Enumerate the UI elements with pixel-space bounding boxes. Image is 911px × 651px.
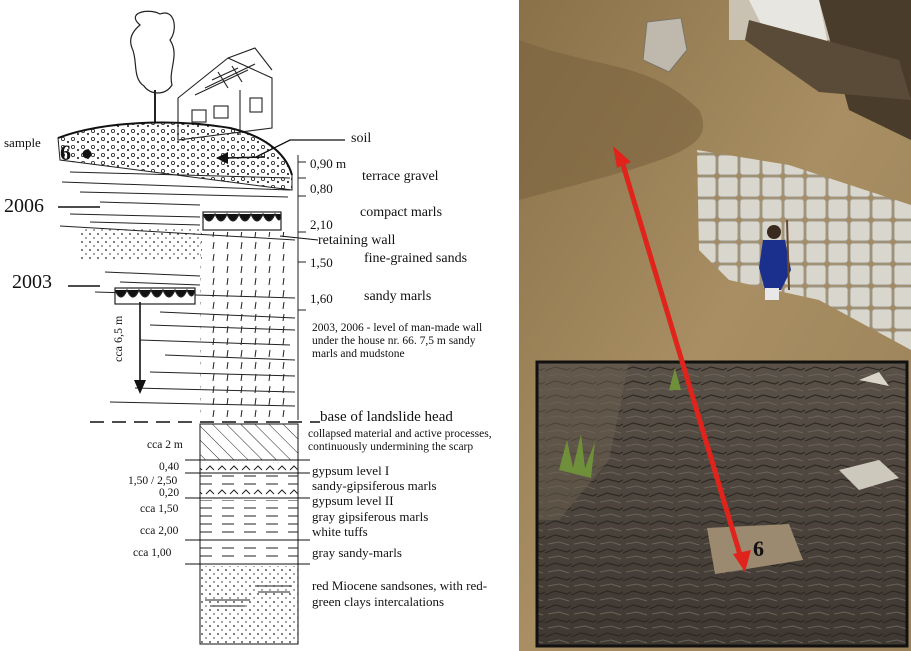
lower-unit-gypsum-1: gypsum level I [312,464,389,477]
year-2006-label: 2006 [4,196,44,216]
lower-unit-gray-sandy-marls: gray sandy-marls [312,546,402,559]
unit-terrace-gravel: terrace gravel [362,170,439,184]
lower-thickness-4: cca 1,50 [140,504,178,516]
lower-unit-gray-gipsiferous: gray gipsiferous marls [312,510,428,523]
thickness-0: 0,90 m [310,157,346,170]
thickness-4: 1,60 [310,292,333,305]
lower-thickness-0: cca 2 m [147,440,183,452]
collapsed-note: collapsed material and active processes,… [308,428,508,454]
wall-note: 2003, 2006 - level of man-made wall unde… [312,322,502,361]
red-miocene-note: red Miocene sandsones, with red-green cl… [312,578,502,610]
arrow-label: cca 6,5 m [112,316,124,362]
soil-label: soil [351,132,371,146]
lower-thickness-1: 0,40 [159,462,179,474]
photo-sample-number: 6 [753,536,764,562]
lower-column [185,424,310,644]
thickness-arrow [134,302,146,394]
year-2003-label: 2003 [12,272,52,292]
unit-fine-grained-sands: fine-grained sands [364,252,467,266]
unit-sandy-marls: sandy marls [364,290,431,304]
retaining-wall-2006 [203,212,281,230]
inset-photo [537,362,907,646]
tree-icon [131,11,175,122]
lower-thickness-5: cca 2,00 [140,526,178,538]
lower-thickness-3: 0,20 [159,488,179,500]
retaining-wall-2003 [115,288,195,304]
lower-thickness-6: cca 1,00 [133,548,171,560]
sample-number: 6 [60,142,71,164]
unit-retaining-wall: retaining wall [318,234,395,248]
base-landslide-head: base of landslide head [320,410,453,425]
field-photo: 6 [519,0,911,651]
lower-unit-gypsum-2: gypsum level II [312,494,394,507]
thickness-3: 1,50 [310,256,333,269]
unit-compact-marls: compact marls [360,206,442,220]
lower-unit-sandy-gipsiferous: sandy-gipsiferous marls [312,479,437,492]
thickness-2: 2,10 [310,218,333,231]
lower-unit-white-tuffs: white tuffs [312,525,368,538]
lower-thickness-2: 1,50 / 2,50 [128,476,177,488]
thickness-1: 0,80 [310,182,333,195]
sample-label: sample [4,136,41,149]
